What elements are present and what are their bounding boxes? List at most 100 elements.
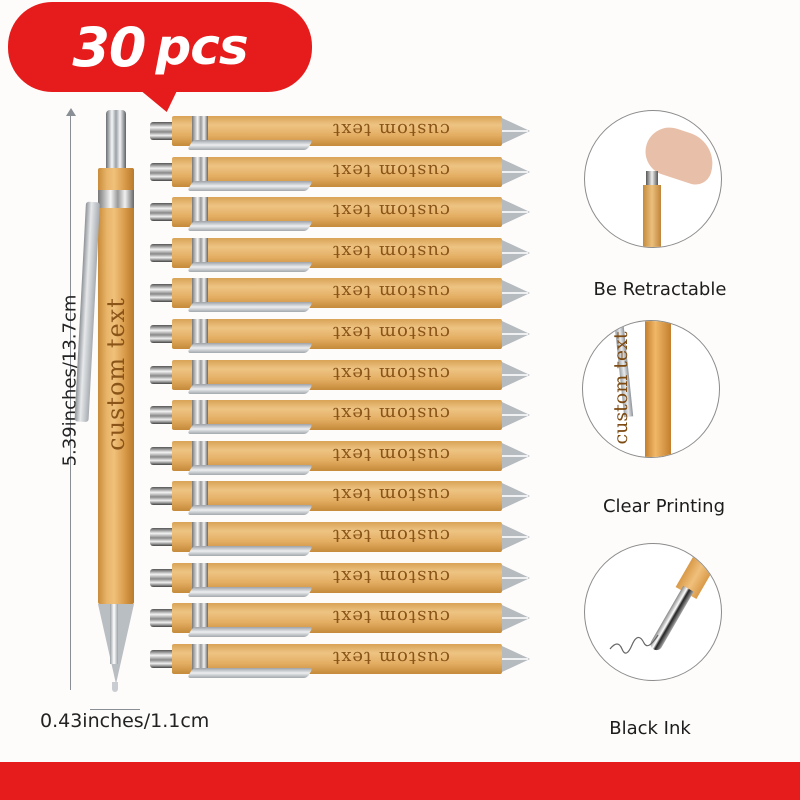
pen-engraving: custom text <box>102 297 130 451</box>
feature-label-ink: Black Ink <box>609 718 691 739</box>
pen-metal-ring <box>192 481 208 512</box>
dimension-arrow-icon <box>66 108 76 116</box>
pen-tip-shine <box>502 373 528 376</box>
pen-tip-shine <box>502 333 528 335</box>
pen-metal-ring <box>192 237 208 268</box>
ink-scribble-icon <box>609 634 659 654</box>
pen-metal-ring <box>192 116 208 146</box>
pen-item: custom text <box>150 359 530 394</box>
pen-engraving: custom text <box>331 119 450 140</box>
pen-tip-shine <box>502 292 528 295</box>
pen-engraving: custom text <box>331 646 450 668</box>
featured-pen: custom text <box>74 110 136 692</box>
bottom-banner <box>0 762 800 800</box>
pen-plunger <box>150 162 172 181</box>
pen-plunger <box>150 446 172 465</box>
pen-metal-ring <box>192 643 208 674</box>
quantity-count: 30 <box>72 15 146 79</box>
pen-plunger <box>150 243 172 262</box>
feature-ink-image <box>584 543 722 681</box>
pen-metal-ring <box>192 319 208 349</box>
pen-plunger <box>150 122 172 140</box>
pen-engraving: custom text <box>331 322 450 343</box>
pen-engraving: custom text <box>331 159 450 181</box>
pen-plunger <box>150 609 172 628</box>
pen-plunger <box>150 649 172 668</box>
pen-clip <box>187 546 313 556</box>
pen-clip <box>187 424 313 435</box>
pen-clip <box>187 261 313 272</box>
pen-metal-ring <box>192 440 208 471</box>
pen-clip <box>187 667 313 678</box>
pen-metal-ring <box>192 522 208 552</box>
feature-retractable-image <box>584 110 722 248</box>
pen-plunger <box>150 365 172 384</box>
pen-tip-shine <box>502 414 528 417</box>
pen-plunger <box>150 284 172 303</box>
pen-item: custom text <box>150 562 530 597</box>
pen-engraving: custom text <box>331 403 450 425</box>
pen-item: custom text <box>150 400 530 435</box>
feature-printing-image: custom text <box>582 320 720 458</box>
pen-engraving: custom text <box>331 443 450 465</box>
width-dimension-label: 0.43inches/1.1cm <box>40 710 210 732</box>
pen-barrel-icon <box>643 185 661 247</box>
pen-tip-shine <box>502 211 528 214</box>
feature-label-retractable: Be Retractable <box>593 279 727 300</box>
engraving-sample: custom text <box>610 331 632 445</box>
pen-item: custom text <box>150 197 530 232</box>
pen-plunger <box>150 487 172 506</box>
pen-item: custom text <box>150 522 530 556</box>
pen-metal-ring <box>192 278 208 309</box>
pen-metal-ring <box>192 359 208 390</box>
pen-plunger <box>150 528 172 546</box>
pen-clip <box>187 383 313 394</box>
pen-item: custom text <box>150 440 530 475</box>
pen-clip <box>187 140 313 150</box>
pen-clip <box>187 221 313 232</box>
pen-clip <box>187 586 313 597</box>
pen-engraving: custom text <box>331 484 450 506</box>
pen-clip <box>187 505 313 516</box>
pen-engraving: custom text <box>331 362 450 384</box>
pen-item: custom text <box>150 116 530 150</box>
pen-tip-shine <box>502 576 528 579</box>
pen-plunger <box>106 110 126 168</box>
pen-clip <box>187 627 313 638</box>
pen-tip-shine <box>502 170 528 173</box>
pen-item: custom text <box>150 481 530 516</box>
pen-tip-shine <box>502 495 528 498</box>
pen-metal-ring <box>192 603 208 634</box>
quantity-unit: pcs <box>155 18 248 76</box>
pen-clip <box>187 180 313 191</box>
pen-tip-shine <box>502 617 528 620</box>
pen-item: custom text <box>150 603 530 638</box>
pen-plunger <box>150 406 172 425</box>
engraved-pen-icon <box>645 321 671 457</box>
pen-metal-ring <box>98 190 134 208</box>
pen-engraving: custom text <box>331 281 450 303</box>
pen-metal-ring <box>192 197 208 228</box>
pen-item: custom text <box>150 319 530 353</box>
pen-engraving: custom text <box>331 565 450 587</box>
pen-item: custom text <box>150 643 530 678</box>
pen-tip-shine <box>502 657 528 660</box>
pen-clip <box>187 464 313 475</box>
pen-engraving: custom text <box>331 240 450 262</box>
pen-engraving: custom text <box>331 200 450 222</box>
feature-label-printing: Clear Printing <box>602 496 726 517</box>
pen-tip-shine <box>502 251 528 254</box>
pen-plunger <box>150 568 172 587</box>
pen-tip-shine <box>502 454 528 457</box>
pen-item: custom text <box>150 156 530 191</box>
pen-clip <box>187 302 313 313</box>
pen-metal-ring <box>192 156 208 187</box>
pen-engraving: custom text <box>331 606 450 628</box>
plunger-icon <box>646 171 658 187</box>
pen-item: custom text <box>150 278 530 313</box>
pen-metal-ring <box>192 562 208 593</box>
pen-item: custom text <box>150 237 530 272</box>
quantity-badge <box>8 2 312 92</box>
pen-tip-shine <box>502 536 528 538</box>
